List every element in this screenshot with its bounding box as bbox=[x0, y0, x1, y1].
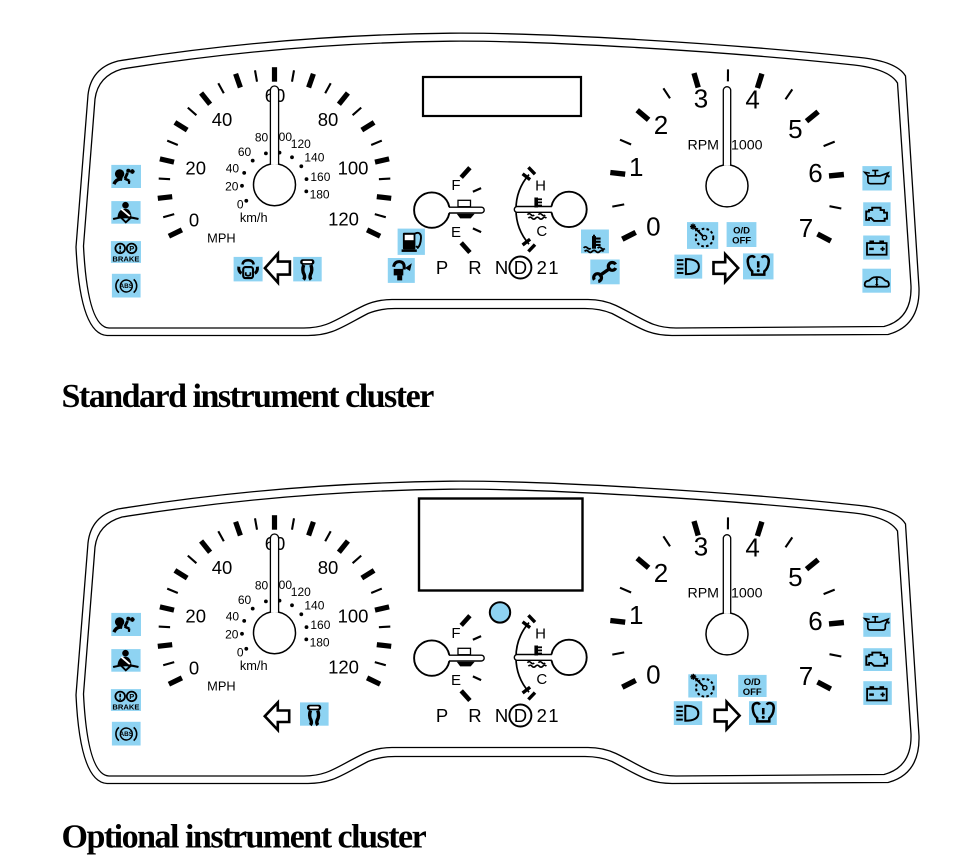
svg-text:80: 80 bbox=[318, 557, 339, 578]
svg-text:E: E bbox=[451, 672, 461, 689]
svg-text:H: H bbox=[535, 626, 546, 643]
svg-text:N: N bbox=[495, 705, 508, 726]
svg-text:3: 3 bbox=[694, 532, 708, 562]
svg-text:0: 0 bbox=[189, 209, 199, 230]
svg-text:0: 0 bbox=[646, 211, 660, 241]
svg-text:20: 20 bbox=[185, 158, 206, 179]
svg-text:D: D bbox=[514, 705, 527, 726]
svg-text:80: 80 bbox=[255, 579, 269, 593]
svg-text:40: 40 bbox=[226, 162, 240, 176]
svg-text:20: 20 bbox=[225, 627, 239, 641]
svg-text:1: 1 bbox=[629, 152, 643, 182]
svg-text:E: E bbox=[451, 224, 461, 241]
svg-text:F: F bbox=[451, 177, 460, 194]
svg-text:C: C bbox=[536, 671, 547, 688]
svg-text:MPH: MPH bbox=[207, 231, 235, 246]
svg-text:7: 7 bbox=[799, 661, 813, 691]
svg-text:P: P bbox=[436, 257, 448, 278]
svg-text:P: P bbox=[436, 705, 448, 726]
svg-text:D: D bbox=[514, 257, 527, 278]
svg-text:80: 80 bbox=[255, 131, 269, 145]
svg-text:2: 2 bbox=[537, 257, 547, 278]
svg-text:20: 20 bbox=[185, 606, 206, 627]
svg-text:100: 100 bbox=[338, 606, 369, 627]
svg-text:3: 3 bbox=[694, 84, 708, 114]
svg-text:0: 0 bbox=[189, 657, 199, 678]
svg-text:120: 120 bbox=[328, 657, 359, 678]
svg-text:1: 1 bbox=[548, 257, 558, 278]
svg-text:2: 2 bbox=[654, 110, 668, 140]
svg-text:80: 80 bbox=[318, 109, 339, 130]
svg-text:C: C bbox=[536, 223, 547, 240]
svg-text:180: 180 bbox=[310, 636, 330, 650]
svg-text:40: 40 bbox=[212, 557, 233, 578]
svg-text:6: 6 bbox=[808, 606, 822, 636]
svg-text:60: 60 bbox=[238, 593, 252, 607]
svg-text:2: 2 bbox=[537, 705, 547, 726]
svg-text:120: 120 bbox=[328, 209, 359, 230]
svg-text:5: 5 bbox=[788, 562, 802, 592]
svg-text:R: R bbox=[468, 257, 481, 278]
svg-text:140: 140 bbox=[304, 599, 324, 613]
svg-text:N: N bbox=[495, 257, 508, 278]
svg-text:100: 100 bbox=[338, 158, 369, 179]
svg-text:km/h: km/h bbox=[240, 210, 268, 225]
svg-text:1: 1 bbox=[629, 600, 643, 630]
svg-text:0: 0 bbox=[646, 659, 660, 689]
svg-text:R: R bbox=[468, 705, 481, 726]
svg-text:F: F bbox=[451, 625, 460, 642]
svg-text:40: 40 bbox=[212, 109, 233, 130]
svg-text:RPM: RPM bbox=[687, 586, 719, 602]
svg-text:Optional instrument cluster: Optional instrument cluster bbox=[62, 818, 427, 855]
svg-text:4: 4 bbox=[745, 84, 759, 114]
svg-text:1000: 1000 bbox=[731, 586, 763, 602]
svg-text:120: 120 bbox=[291, 137, 311, 151]
svg-text:5: 5 bbox=[788, 114, 802, 144]
svg-text:1: 1 bbox=[548, 705, 558, 726]
svg-text:km/h: km/h bbox=[240, 658, 268, 673]
svg-text:160: 160 bbox=[310, 618, 330, 632]
svg-text:0: 0 bbox=[237, 646, 244, 660]
svg-text:40: 40 bbox=[226, 610, 240, 624]
svg-text:140: 140 bbox=[304, 151, 324, 165]
svg-text:Standard instrument cluster: Standard instrument cluster bbox=[62, 378, 435, 415]
svg-text:RPM: RPM bbox=[687, 138, 719, 154]
svg-text:160: 160 bbox=[310, 170, 330, 184]
svg-text:20: 20 bbox=[225, 179, 239, 193]
svg-text:0: 0 bbox=[237, 198, 244, 212]
svg-text:6: 6 bbox=[808, 158, 822, 188]
svg-text:1000: 1000 bbox=[731, 138, 763, 154]
svg-text:4: 4 bbox=[745, 532, 759, 562]
svg-text:180: 180 bbox=[310, 188, 330, 202]
svg-text:2: 2 bbox=[654, 558, 668, 588]
svg-text:7: 7 bbox=[799, 213, 813, 243]
svg-text:120: 120 bbox=[291, 585, 311, 599]
svg-text:60: 60 bbox=[238, 145, 252, 159]
svg-text:H: H bbox=[535, 178, 546, 195]
svg-text:MPH: MPH bbox=[207, 679, 235, 694]
